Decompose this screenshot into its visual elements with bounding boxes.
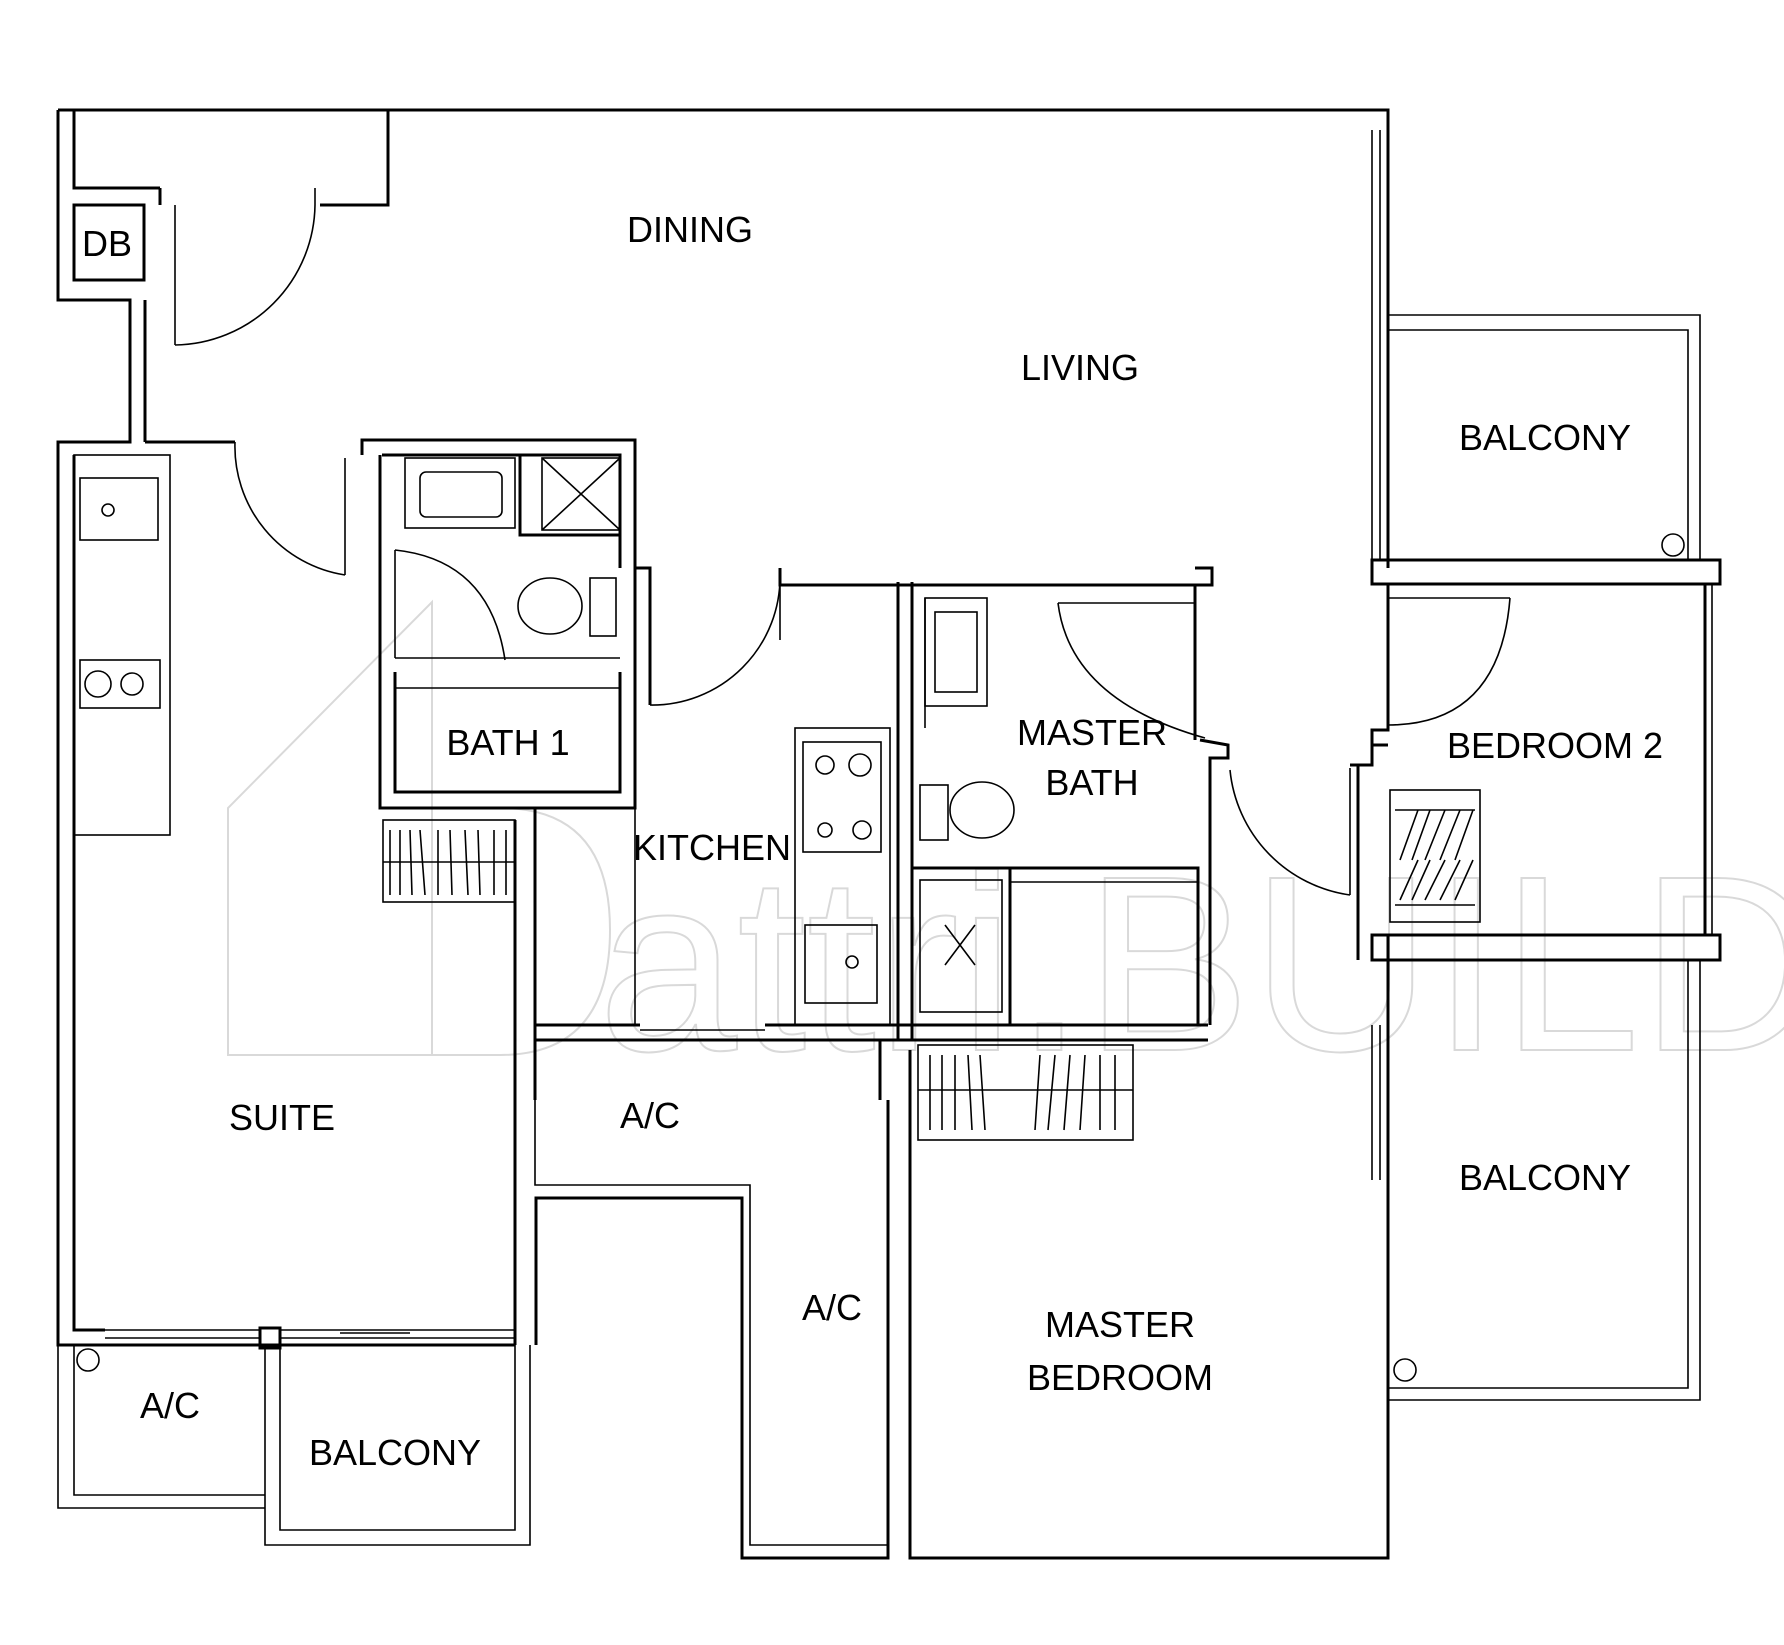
- label-master-bedroom-2: BEDROOM: [1027, 1357, 1213, 1398]
- watermark-logo: attri.BUILD: [227, 599, 1784, 1104]
- label-kitchen: KITCHEN: [633, 827, 791, 868]
- toilet-fixture-bath1: [517, 577, 617, 637]
- label-balcony-bottom-left: BALCONY: [309, 1432, 481, 1473]
- label-ac-bottom-left: A/C: [140, 1385, 200, 1426]
- bedroom2-door: [1387, 597, 1511, 726]
- label-bedroom2: BEDROOM 2: [1447, 725, 1663, 766]
- label-living: LIVING: [1021, 347, 1139, 388]
- master-bath-tub: [924, 597, 988, 728]
- label-db: DB: [82, 223, 132, 264]
- bathtub-fixture: [404, 457, 516, 529]
- bottom-left-ledges: [57, 1326, 531, 1546]
- label-bath1: BATH 1: [446, 722, 569, 763]
- db-box: DB: [72, 203, 146, 282]
- suite-door: [220, 440, 346, 576]
- master-bath-walls: [910, 582, 1230, 1040]
- label-master-bedroom-1: MASTER: [1045, 1304, 1195, 1345]
- bath1-door: [394, 549, 506, 661]
- toilet-fixture-master: [919, 781, 1015, 841]
- kitchen-counter: [794, 727, 891, 1026]
- label-suite: SUITE: [229, 1097, 335, 1138]
- label-balcony-top-right: BALCONY: [1459, 417, 1631, 458]
- label-dining: DINING: [627, 209, 753, 250]
- master-bedroom-door: [1229, 743, 1388, 960]
- shower-fixture: [541, 457, 621, 531]
- ac-ledges-center: [534, 1100, 888, 1546]
- suite-wardrobe: [382, 819, 516, 903]
- entrance-door: [174, 188, 316, 346]
- label-master-bath-2: BATH: [1045, 762, 1138, 803]
- label-master-bath-1: MASTER: [1017, 712, 1167, 753]
- kitchen-door: [649, 568, 781, 706]
- outer-walls: [56, 108, 1722, 1560]
- suite-counter: [73, 454, 171, 836]
- master-bath-door: [1057, 602, 1206, 739]
- master-bath-shower: [919, 879, 1003, 1013]
- balcony-mid-right: [1371, 960, 1701, 1401]
- master-wardrobe: [917, 1044, 1134, 1141]
- bedroom2-wardrobe: [1389, 789, 1481, 923]
- label-balcony-mid-right: BALCONY: [1459, 1157, 1631, 1198]
- label-ac-center-top: A/C: [620, 1095, 680, 1136]
- balcony-top-right: [1371, 130, 1701, 560]
- label-ac-center: A/C: [802, 1287, 862, 1328]
- bedroom2-walls: [1370, 584, 1713, 960]
